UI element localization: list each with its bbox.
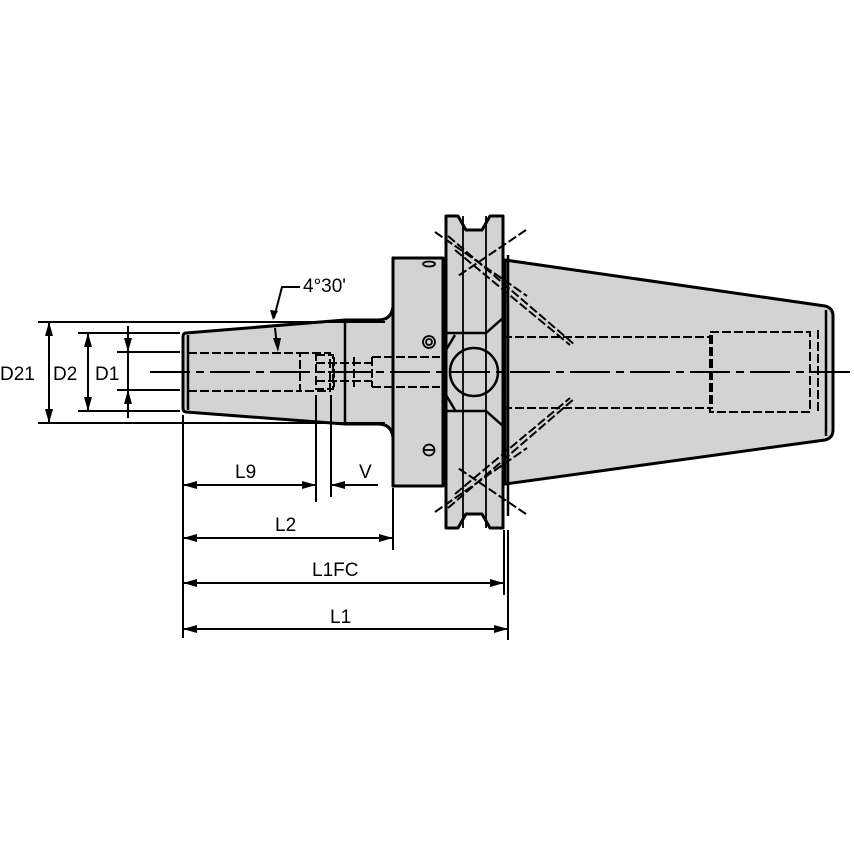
dimension-angle: 4°30' [270, 276, 346, 352]
d1-label: D1 [95, 364, 119, 385]
l1-label: L1 [330, 607, 351, 628]
nose-taper [181, 256, 442, 488]
v-label: V [359, 462, 372, 483]
dimension-d21: D21 [0, 322, 53, 423]
l1fc-label: L1FC [312, 560, 358, 581]
screw-hole-top [422, 335, 436, 349]
dimension-d1: D1 [95, 326, 132, 418]
dimension-l1: L1 [183, 607, 508, 633]
dimension-l2: L2 [183, 515, 393, 542]
d21-label: D21 [0, 364, 35, 385]
d2-label: D2 [53, 364, 77, 385]
dimension-l9: L9 [183, 462, 316, 489]
dimension-v: V [331, 462, 378, 489]
dimension-l1fc: L1FC [183, 560, 504, 587]
dimension-d2: D2 [53, 333, 92, 411]
l9-label: L9 [235, 462, 256, 483]
screw-hole-bottom [422, 443, 436, 457]
angle-label: 4°30' [303, 276, 346, 297]
l2-label: L2 [275, 515, 296, 536]
hidden-lines [188, 229, 819, 515]
